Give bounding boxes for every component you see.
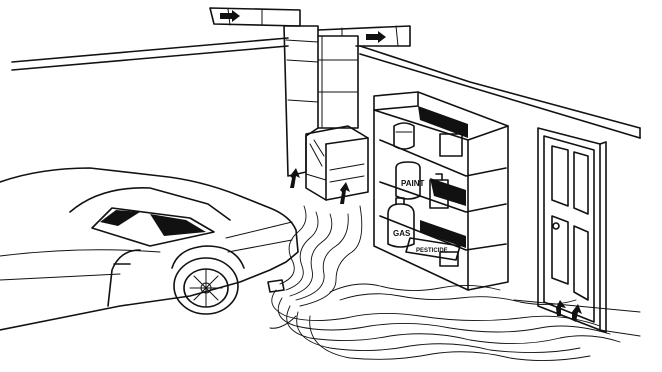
pesticide-label: PESTICIDE — [416, 248, 448, 254]
duct-arrow-icon — [220, 10, 240, 22]
car — [0, 168, 298, 330]
oil-label: OIL — [433, 190, 445, 197]
gas-label: GAS — [393, 229, 411, 238]
door-knob-icon — [553, 223, 559, 229]
paint-label: PAINT — [401, 179, 425, 188]
furnace — [306, 126, 368, 200]
duct-arrow-right-icon — [366, 31, 386, 43]
